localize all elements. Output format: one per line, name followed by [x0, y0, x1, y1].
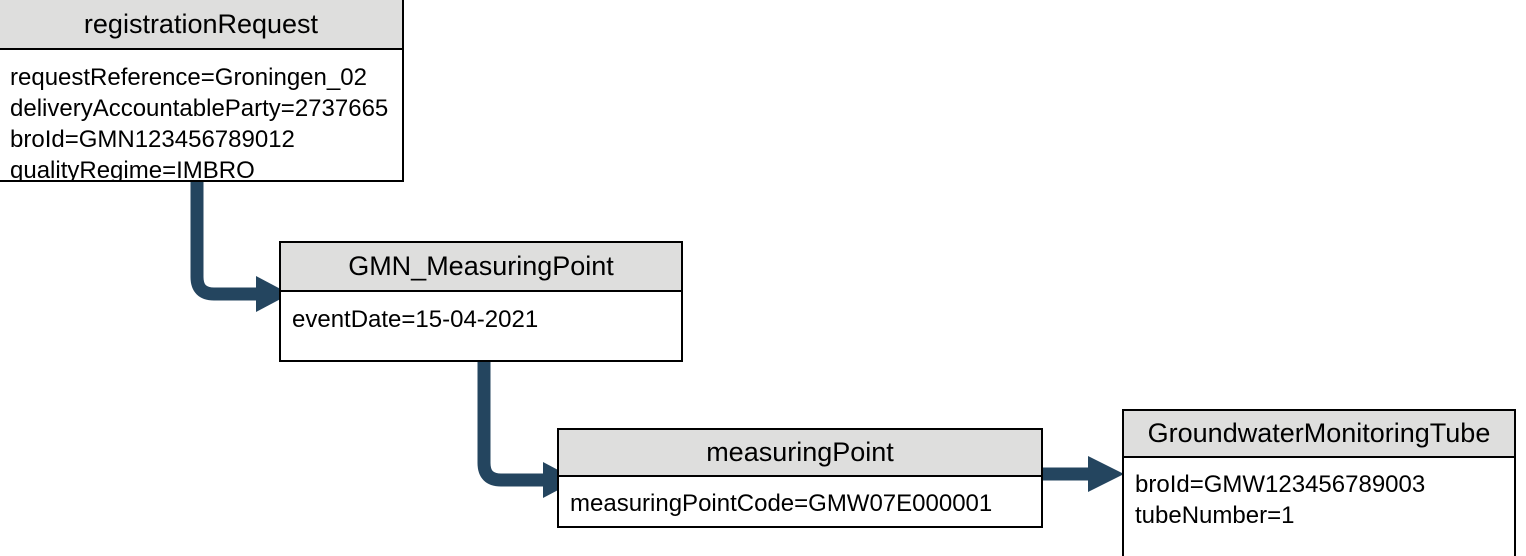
uml-attribute: measuringPointCode=GMW07E000001: [570, 490, 993, 517]
uml-node-attributes: measuringPointCode=GMW07E000001: [559, 477, 1041, 519]
uml-node-title: GroundwaterMonitoringTube: [1147, 418, 1491, 448]
uml-node-registrationrequest[interactable]: registrationRequest requestReference=Gro…: [0, 0, 404, 182]
uml-node-header: measuringPoint: [559, 430, 1041, 477]
connector-line: [190, 172, 265, 301]
uml-node-groundwatermonitoringtube[interactable]: GroundwaterMonitoringTube broId=GMW12345…: [1122, 409, 1516, 556]
uml-node-gmnmeasuringpoint[interactable]: GMN_MeasuringPoint eventDate=15-04-2021: [279, 241, 683, 362]
uml-attribute: tubeNumber=1: [1135, 502, 1295, 529]
connector-measuringpoint-to-groundwatermonitoringtube: [1040, 456, 1124, 492]
uml-node-attributes: broId=GMW123456789003 tubeNumber=1: [1124, 458, 1514, 531]
connector-line: [477, 358, 552, 487]
uml-attribute: eventDate=15-04-2021: [292, 306, 539, 333]
uml-node-header: GroundwaterMonitoringTube: [1124, 411, 1514, 458]
uml-attribute: requestReference=Groningen_02: [10, 64, 367, 91]
uml-node-measuringpoint[interactable]: measuringPoint measuringPointCode=GMW07E…: [557, 428, 1043, 528]
uml-node-title: GMN_MeasuringPoint: [348, 251, 614, 281]
uml-attribute: qualityRegime=IMBRO: [10, 157, 255, 182]
uml-attribute: broId=GMW123456789003: [1135, 471, 1426, 498]
uml-node-title: registrationRequest: [83, 9, 319, 39]
uml-node-title: measuringPoint: [706, 437, 894, 467]
arrowhead-icon: [1088, 456, 1124, 492]
uml-attribute: broId=GMN123456789012: [10, 126, 295, 153]
uml-attribute: deliveryAccountableParty=2737665: [10, 95, 389, 122]
uml-node-header: GMN_MeasuringPoint: [281, 243, 681, 292]
uml-node-attributes: eventDate=15-04-2021: [281, 292, 681, 335]
uml-node-header: registrationRequest: [0, 0, 402, 50]
uml-node-attributes: requestReference=Groningen_02 deliveryAc…: [0, 50, 402, 182]
